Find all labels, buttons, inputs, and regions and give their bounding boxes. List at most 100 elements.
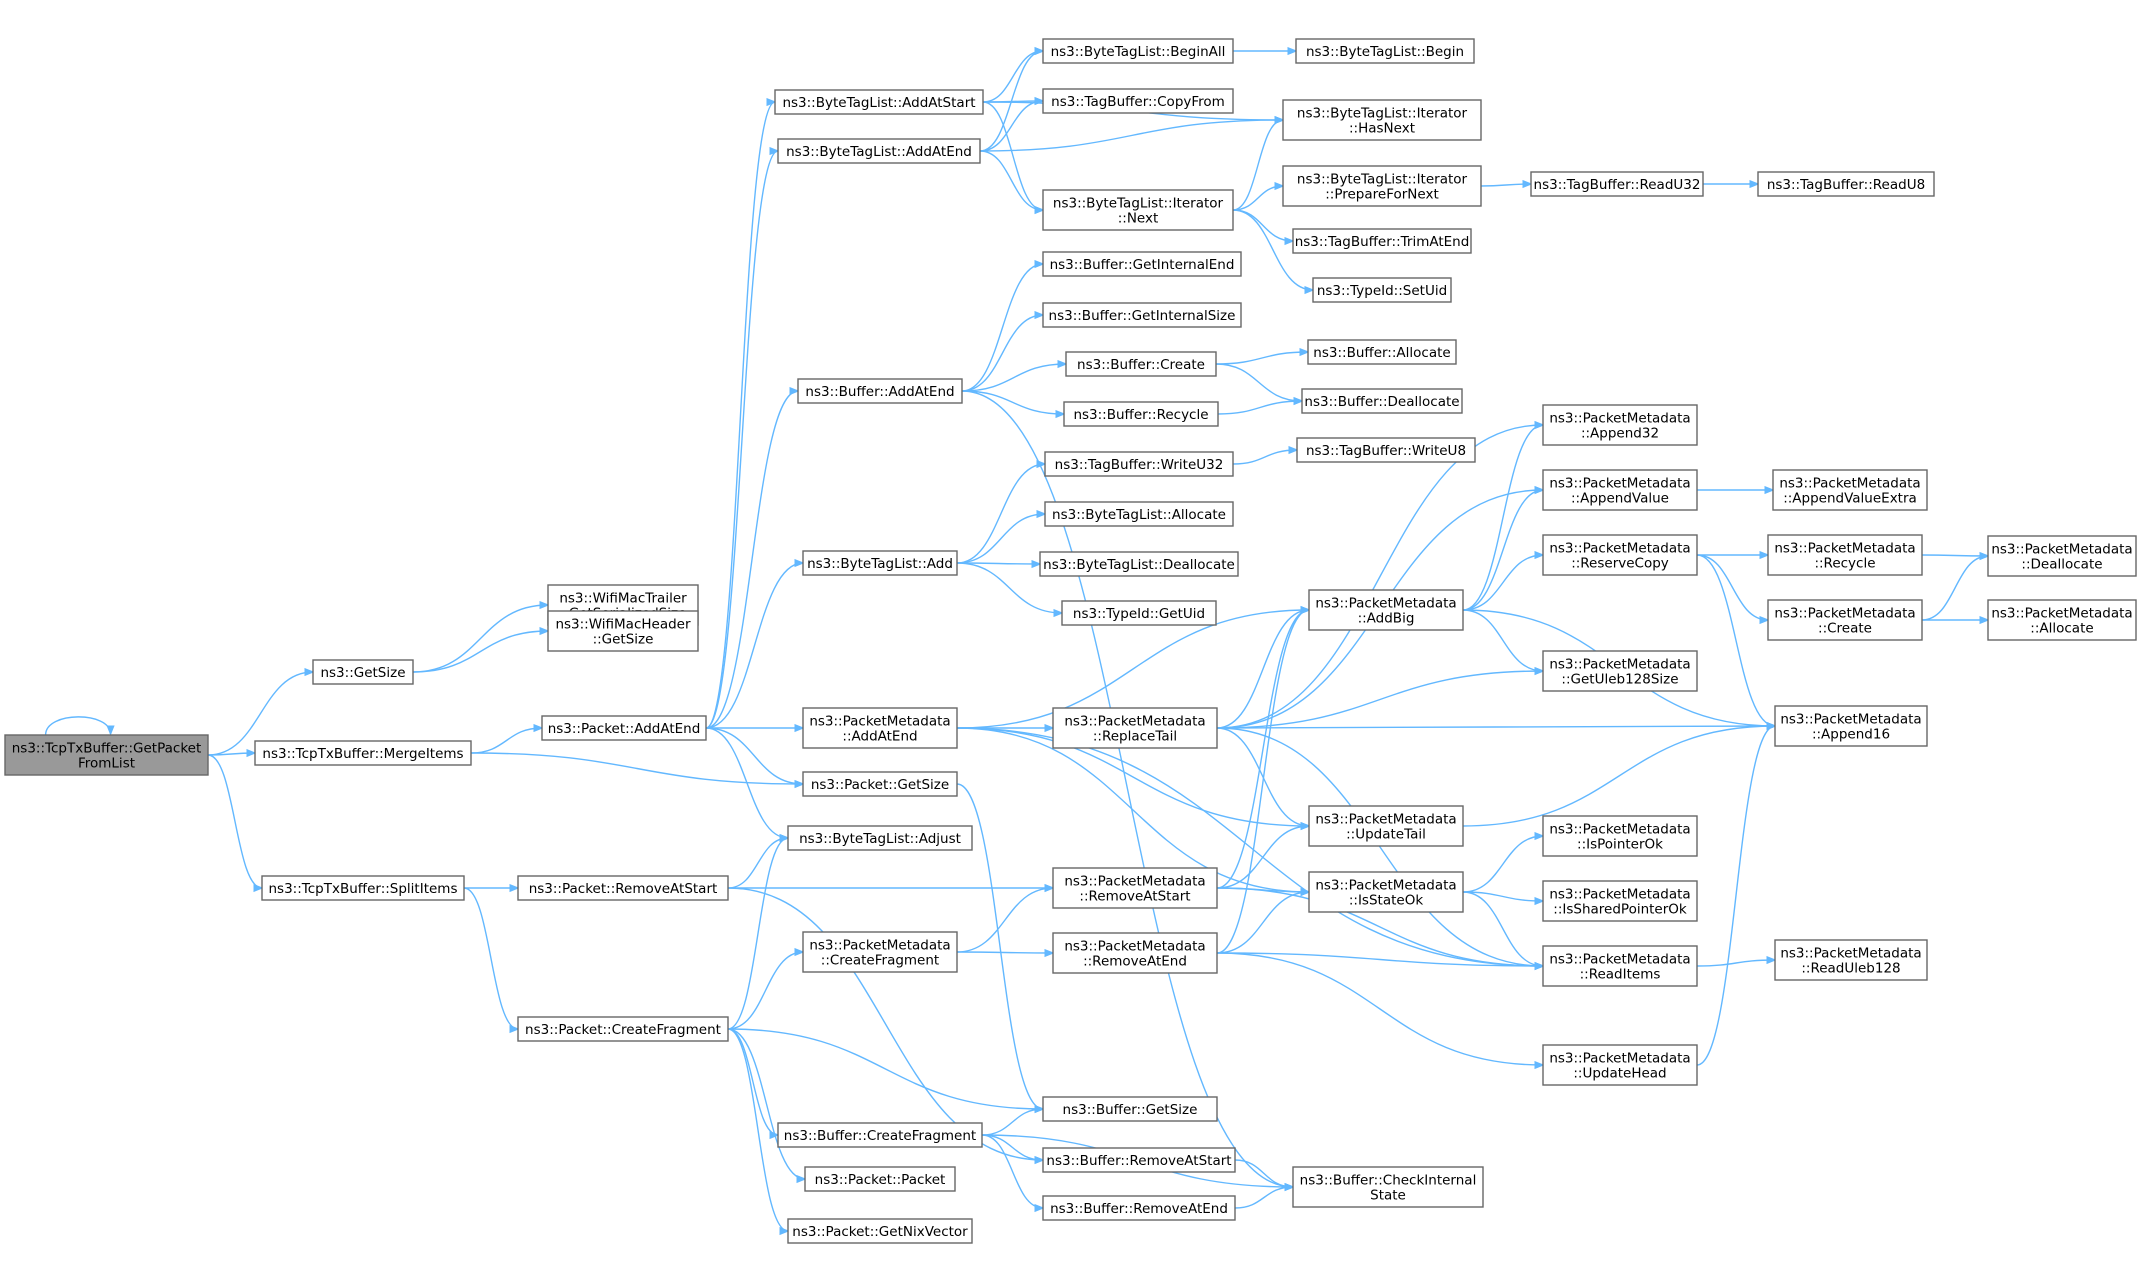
node-buf-createfragment[interactable]: ns3::Buffer::CreateFragment (777, 1122, 983, 1148)
node-box (1065, 351, 1217, 377)
node-btl-allocate[interactable]: ns3::ByteTagList::Allocate (1044, 501, 1234, 527)
node-label-line: ::AppendValueExtra (1783, 491, 1917, 507)
node-pm-create[interactable]: ns3::PacketMetadata::Create (1767, 599, 1923, 641)
node-label-line: ns3::ByteTagList::Iterator (1297, 172, 1468, 188)
node-pm-deallocate[interactable]: ns3::PacketMetadata::Deallocate (1987, 535, 2137, 577)
node-mergeitems[interactable]: ns3::TcpTxBuffer::MergeItems (254, 740, 472, 766)
node-tb-writeu32[interactable]: ns3::TagBuffer::WriteU32 (1044, 451, 1234, 477)
node-typeid-setuid[interactable]: ns3::TypeId::SetUid (1312, 277, 1452, 303)
edge-root-to-mergeitems (207, 753, 255, 755)
node-label-line: ::Append16 (1812, 727, 1890, 743)
node-pm-ispointerok[interactable]: ns3::PacketMetadata::IsPointerOk (1542, 815, 1698, 857)
node-pm-readuleb128[interactable]: ns3::PacketMetadata::ReadUleb128 (1774, 939, 1928, 981)
node-btl-adjust[interactable]: ns3::ByteTagList::Adjust (787, 825, 973, 851)
node-wifiheader[interactable]: ns3::WifiMacHeader::GetSize (547, 610, 699, 652)
node-buf-removeatend[interactable]: ns3::Buffer::RemoveAtEnd (1042, 1195, 1236, 1221)
node-pkt-getsize[interactable]: ns3::Packet::GetSize (802, 771, 958, 797)
edge-buf_addatend-to-buf_getinternalsize (961, 315, 1043, 392)
node-box (1772, 469, 1928, 511)
node-box (797, 378, 963, 404)
node-label-line: ns3::Packet::RemoveAtStart (529, 881, 718, 897)
node-btl-begin[interactable]: ns3::ByteTagList::Begin (1295, 38, 1475, 64)
node-pm-getuleb128size[interactable]: ns3::PacketMetadata::GetUleb128Size (1542, 650, 1698, 692)
node-pm-updatehead[interactable]: ns3::PacketMetadata::UpdateHead (1542, 1044, 1698, 1086)
node-label-line: ns3::Packet::Packet (815, 1172, 946, 1188)
node-pkt-packet[interactable]: ns3::Packet::Packet (804, 1166, 956, 1192)
node-pm-updatetail[interactable]: ns3::PacketMetadata::UpdateTail (1308, 805, 1464, 847)
node-box (1292, 1166, 1484, 1208)
node-getsize[interactable]: ns3::GetSize (312, 659, 414, 685)
node-label-line: ns3::Buffer::RemoveAtEnd (1050, 1201, 1228, 1217)
node-buf-addatend[interactable]: ns3::Buffer::AddAtEnd (797, 378, 963, 404)
node-btl-addatstart[interactable]: ns3::ByteTagList::AddAtStart (774, 89, 984, 115)
node-tb-copyfrom[interactable]: ns3::TagBuffer::CopyFrom (1042, 88, 1234, 114)
node-btl-add[interactable]: ns3::ByteTagList::Add (802, 550, 958, 576)
node-box (802, 771, 958, 797)
node-box (4, 734, 209, 776)
node-pm-issharedpointerok[interactable]: ns3::PacketMetadata::IsSharedPointerOk (1542, 880, 1698, 922)
node-label-line: ::PrepareForNext (1325, 187, 1439, 203)
node-pkt-createfragment[interactable]: ns3::Packet::CreateFragment (517, 1016, 729, 1042)
node-label-line: ns3::ByteTagList::BeginAll (1051, 44, 1226, 60)
node-pm-createfragment[interactable]: ns3::PacketMetadata::CreateFragment (802, 931, 958, 973)
node-buf-deallocate[interactable]: ns3::Buffer::Deallocate (1301, 388, 1463, 414)
edge-pkt_createfragment-to-pkt_packet (727, 1028, 805, 1179)
node-typeid-getuid[interactable]: ns3::TypeId::GetUid (1061, 600, 1217, 626)
node-btl-deallocate[interactable]: ns3::ByteTagList::Deallocate (1039, 551, 1239, 577)
node-label-line: ns3::PacketMetadata (1780, 712, 1921, 728)
node-pm-removeatstart[interactable]: ns3::PacketMetadata::RemoveAtStart (1052, 867, 1218, 909)
node-label-line: ns3::PacketMetadata (1315, 596, 1456, 612)
node-pm-recycle[interactable]: ns3::PacketMetadata::Recycle (1767, 534, 1923, 576)
node-pkt-addatend[interactable]: ns3::Packet::AddAtEnd (541, 715, 707, 741)
node-pm-append32[interactable]: ns3::PacketMetadata::Append32 (1542, 404, 1698, 446)
node-tb-readu8[interactable]: ns3::TagBuffer::ReadU8 (1757, 171, 1935, 197)
node-btl-beginall[interactable]: ns3::ByteTagList::BeginAll (1042, 38, 1234, 64)
node-pm-readitems[interactable]: ns3::PacketMetadata::ReadItems (1542, 945, 1698, 987)
node-label-line: ns3::Buffer::GetInternalEnd (1050, 257, 1235, 273)
node-splititems[interactable]: ns3::TcpTxBuffer::SplitItems (261, 875, 465, 901)
node-tb-readu32[interactable]: ns3::TagBuffer::ReadU32 (1530, 171, 1704, 197)
node-buf-getinternalsize[interactable]: ns3::Buffer::GetInternalSize (1042, 302, 1242, 328)
node-pm-allocate[interactable]: ns3::PacketMetadata::Allocate (1987, 599, 2137, 641)
node-box (1061, 600, 1217, 626)
node-tb-trimatend[interactable]: ns3::TagBuffer::TrimAtEnd (1292, 228, 1472, 254)
node-pm-isstateok[interactable]: ns3::PacketMetadata::IsStateOk (1308, 871, 1464, 913)
node-label-line: ::IsPointerOk (1577, 837, 1663, 853)
edge-pm_addatend-to-pm_isstateok (956, 727, 1309, 892)
node-buf-create[interactable]: ns3::Buffer::Create (1065, 351, 1217, 377)
node-buf-recycle[interactable]: ns3::Buffer::Recycle (1063, 401, 1219, 427)
node-buf-getinternalend[interactable]: ns3::Buffer::GetInternalEnd (1042, 251, 1242, 277)
node-buf-removeatstart[interactable]: ns3::Buffer::RemoveAtStart (1042, 1147, 1236, 1173)
node-label-line: ns3::TypeId::SetUid (1317, 283, 1447, 299)
node-box (1282, 165, 1482, 207)
node-box (1308, 589, 1464, 631)
node-buf-getsize[interactable]: ns3::Buffer::GetSize (1042, 1096, 1218, 1122)
node-pkt-removeatstart[interactable]: ns3::Packet::RemoveAtStart (517, 875, 729, 901)
node-pm-appendvalueextra[interactable]: ns3::PacketMetadata::AppendValueExtra (1772, 469, 1928, 511)
edge-pm_removeatend-to-pm_isstateok (1216, 892, 1309, 954)
edge-root-to-getsize (207, 672, 313, 756)
node-pm-removeatend[interactable]: ns3::PacketMetadata::RemoveAtEnd (1052, 932, 1218, 974)
node-buf-allocate[interactable]: ns3::Buffer::Allocate (1307, 339, 1457, 365)
node-pm-addbig[interactable]: ns3::PacketMetadata::AddBig (1308, 589, 1464, 631)
node-pm-reservecopy[interactable]: ns3::PacketMetadata::ReserveCopy (1542, 534, 1698, 576)
node-btl-addatend[interactable]: ns3::ByteTagList::AddAtEnd (777, 138, 981, 164)
node-tb-writeu8[interactable]: ns3::TagBuffer::WriteU8 (1296, 437, 1476, 463)
node-pm-append16[interactable]: ns3::PacketMetadata::Append16 (1774, 705, 1928, 747)
node-pm-replacetail[interactable]: ns3::PacketMetadata::ReplaceTail (1052, 707, 1218, 749)
node-btl-iter-hasnext[interactable]: ns3::ByteTagList::Iterator::HasNext (1282, 99, 1482, 141)
node-label-line: ns3::ByteTagList::AddAtEnd (786, 144, 972, 160)
node-label-line: ns3::PacketMetadata (1774, 541, 1915, 557)
node-pkt-getnixvector[interactable]: ns3::Packet::GetNixVector (787, 1218, 973, 1244)
node-btl-iter-prepare[interactable]: ns3::ByteTagList::Iterator::PrepareForNe… (1282, 165, 1482, 207)
node-label-line: ns3::PacketMetadata (1549, 822, 1690, 838)
node-btl-iter-next[interactable]: ns3::ByteTagList::Iterator::Next (1042, 189, 1234, 231)
node-label-line: ns3::Buffer::Allocate (1313, 345, 1450, 361)
node-pm-appendvalue[interactable]: ns3::PacketMetadata::AppendValue (1542, 469, 1698, 511)
node-pm-addatend[interactable]: ns3::PacketMetadata::AddAtEnd (802, 707, 958, 749)
node-box (312, 659, 414, 685)
node-label-line: ns3::WifiMacHeader (555, 617, 691, 633)
